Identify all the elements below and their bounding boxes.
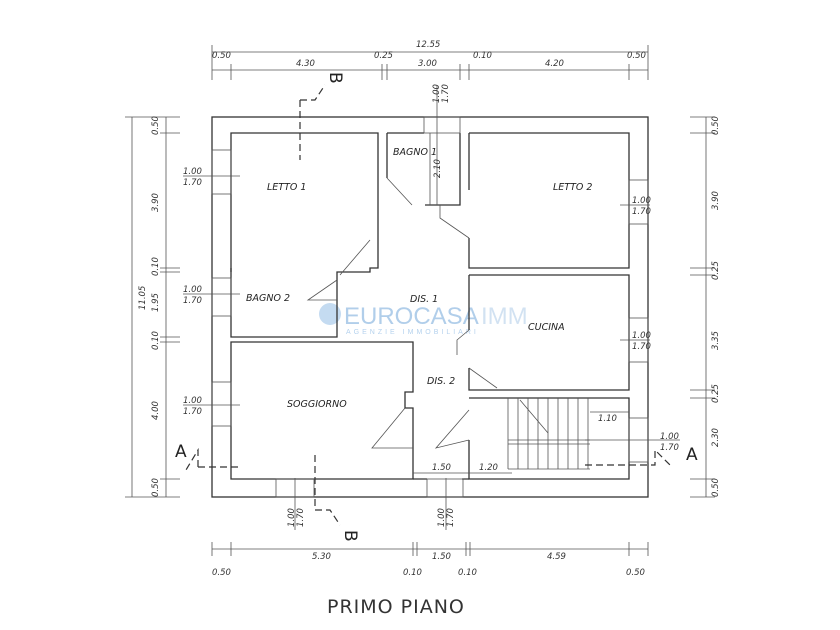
dim-left-5: 4.00 [151,401,161,420]
room-label-cucina: CUCINA [528,322,565,333]
dim-bagno1-depth: 2.10 [433,159,443,178]
window-width-label: 1.00 [183,167,202,177]
dim-top-total: 12.55 [416,40,440,50]
staircase [507,398,590,470]
dim-right-2: 0.25 [711,261,721,280]
window-width-label: 1.00 [432,84,442,103]
right-dimensions: 0.50 3.90 0.25 3.35 0.25 2.30 0.50 [690,116,721,498]
top-dimensions: 12.55 0.50 4.30 0.25 3.00 0.10 4.20 0.50 [211,40,649,80]
left-dimensions: 11.05 0.50 3.90 0.10 1.95 0.10 4.00 0.50 [125,116,180,498]
room-label-soggiorno: SOGGIORNO [287,399,347,410]
dim-bottom-5: 4.59 [547,552,566,562]
dim-bottom-6: 0.50 [626,568,645,578]
window-width-label: 1.00 [660,432,679,442]
dim-stair-width: 1.10 [598,414,617,424]
window-width-label: 1.00 [183,285,202,295]
dim-top-6: 0.50 [627,51,646,61]
window-height-label: 1.70 [632,207,651,217]
dim-bottom-0: 0.50 [212,568,231,578]
dim-top-4: 0.10 [473,51,492,61]
dim-bottom-2: 0.10 [403,568,422,578]
room-label-dis1: DIS. 1 [410,294,438,305]
watermark-tagline: AGENZIE IMMOBILIARI [346,329,479,336]
dim-top-5: 4.20 [545,59,564,69]
dim-left-3: 1.95 [151,293,161,312]
dim-bottom-1: 5.30 [312,552,331,562]
dim-stair-landing: 1.20 [479,463,498,473]
dim-left-6: 0.50 [151,478,161,497]
dim-top-2: 0.25 [374,51,393,61]
watermark-logo: EUROCASA IMM AGENZIE IMMOBILIARI [319,303,528,336]
window-height-label: 1.70 [441,84,451,103]
walls [211,116,649,498]
dim-right-5: 2.30 [711,428,721,447]
window-height-label: 1.70 [183,296,202,306]
section-markers: B B A A [175,72,698,542]
room-label-bagno1: BAGNO 1 [393,147,437,158]
window-height-label: 1.70 [183,407,202,417]
dim-right-1: 3.90 [711,191,721,210]
room-label-bagno2: BAGNO 2 [246,293,290,304]
watermark-suffix: IMM [481,303,528,330]
window-height-label: 1.70 [183,178,202,188]
room-label-letto2: LETTO 2 [553,182,592,193]
dim-top-3: 3.00 [418,59,437,69]
dim-top-0: 0.50 [212,51,231,61]
window-height-label: 1.70 [446,508,456,527]
dim-left-2: 0.10 [151,257,161,276]
window-width-label: 1.00 [437,508,447,527]
dim-left-1: 3.90 [151,193,161,212]
plan-title: PRIMO PIANO [327,596,465,618]
window-height-label: 1.70 [296,508,306,527]
dim-left-4: 0.10 [151,331,161,350]
window-width-label: 1.00 [287,508,297,527]
dim-right-3: 3.35 [711,331,721,350]
dim-bottom-4: 0.10 [458,568,477,578]
room-label-letto1: LETTO 1 [267,182,306,193]
dim-left-0: 0.50 [151,116,161,135]
section-a-right: A [686,445,698,465]
dim-left-total: 11.05 [138,286,148,310]
bottom-dimensions: 5.30 1.50 4.59 0.50 0.10 0.10 0.50 [211,542,649,578]
interior-dimensions: 2.10 1.10 1.20 1.50 [413,133,629,474]
window-height-label: 1.70 [632,342,651,352]
dim-bottom-3: 1.50 [432,552,451,562]
section-a-left: A [175,442,187,462]
globe-icon [319,303,341,325]
dim-right-0: 0.50 [711,116,721,135]
section-b-top: B [325,72,345,84]
watermark-brand: EUROCASA [344,303,479,330]
section-b-bottom: B [340,530,360,542]
dim-right-4: 0.25 [711,384,721,403]
window-width-label: 1.00 [183,396,202,406]
window-labels: 1.00 1.70 1.00 1.70 1.00 1.70 1.00 1.70 … [183,84,680,530]
dim-right-6: 0.50 [711,478,721,497]
dim-top-1: 4.30 [296,59,315,69]
dim-door-dis2: 1.50 [432,463,451,473]
room-label-dis2: DIS. 2 [427,376,455,387]
window-width-label: 1.00 [632,196,651,206]
window-height-label: 1.70 [660,443,679,453]
window-width-label: 1.00 [632,331,651,341]
